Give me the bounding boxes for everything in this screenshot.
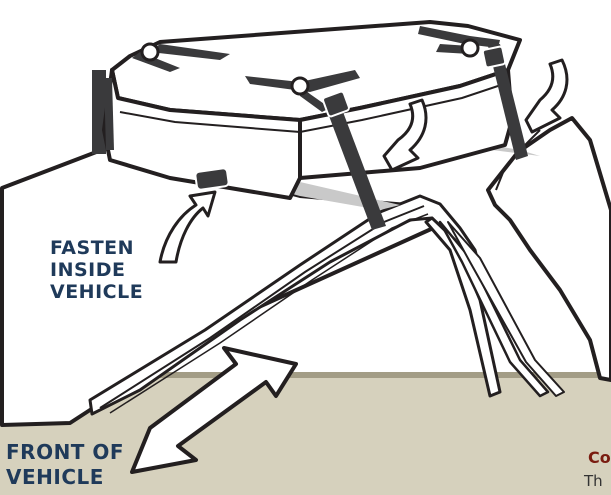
pillar-strip-3: [447, 221, 565, 397]
fasten-label-line3: VEHICLE: [50, 281, 144, 303]
strap-top-right: [418, 26, 500, 48]
arrow-fasten-icon: [158, 190, 217, 264]
cut-off-body: Th: [584, 472, 603, 490]
arrow-front-icon: [130, 346, 298, 474]
buckle-center: [322, 90, 350, 118]
rear-post: [92, 70, 106, 154]
fasten-label-line1: FASTEN: [50, 237, 135, 259]
roof-rail-line-2: [109, 213, 429, 414]
front-of-vehicle-label: FRONT OF VEHICLE: [6, 440, 124, 490]
ground-edge: [0, 372, 611, 378]
d-ring-left: [140, 42, 160, 62]
d-ring-right: [460, 38, 480, 58]
strap-front: [104, 78, 114, 150]
strap-side-center: [326, 104, 386, 230]
front-label-line1: FRONT OF: [6, 440, 125, 464]
strap-top-center: [245, 70, 360, 92]
fasten-label-line2: INSIDE: [50, 259, 126, 281]
fasten-inside-label: FASTEN INSIDE VEHICLE: [50, 237, 143, 303]
door-panel: [486, 116, 611, 382]
arrow-down-center-icon: [382, 98, 428, 172]
roof-rail-line: [99, 205, 425, 409]
strap-side-right: [488, 44, 528, 160]
strap-top-left: [150, 44, 230, 60]
arrow-down-right-icon: [524, 58, 569, 134]
buckle-inside: [194, 167, 230, 191]
cut-off-heading: Co: [588, 448, 611, 467]
cargo-bag-seam: [119, 81, 511, 134]
front-label-line2: VEHICLE: [6, 465, 104, 489]
door-panel-edge: [495, 129, 541, 191]
d-ring-center: [290, 76, 310, 96]
buckle-right: [481, 45, 507, 69]
